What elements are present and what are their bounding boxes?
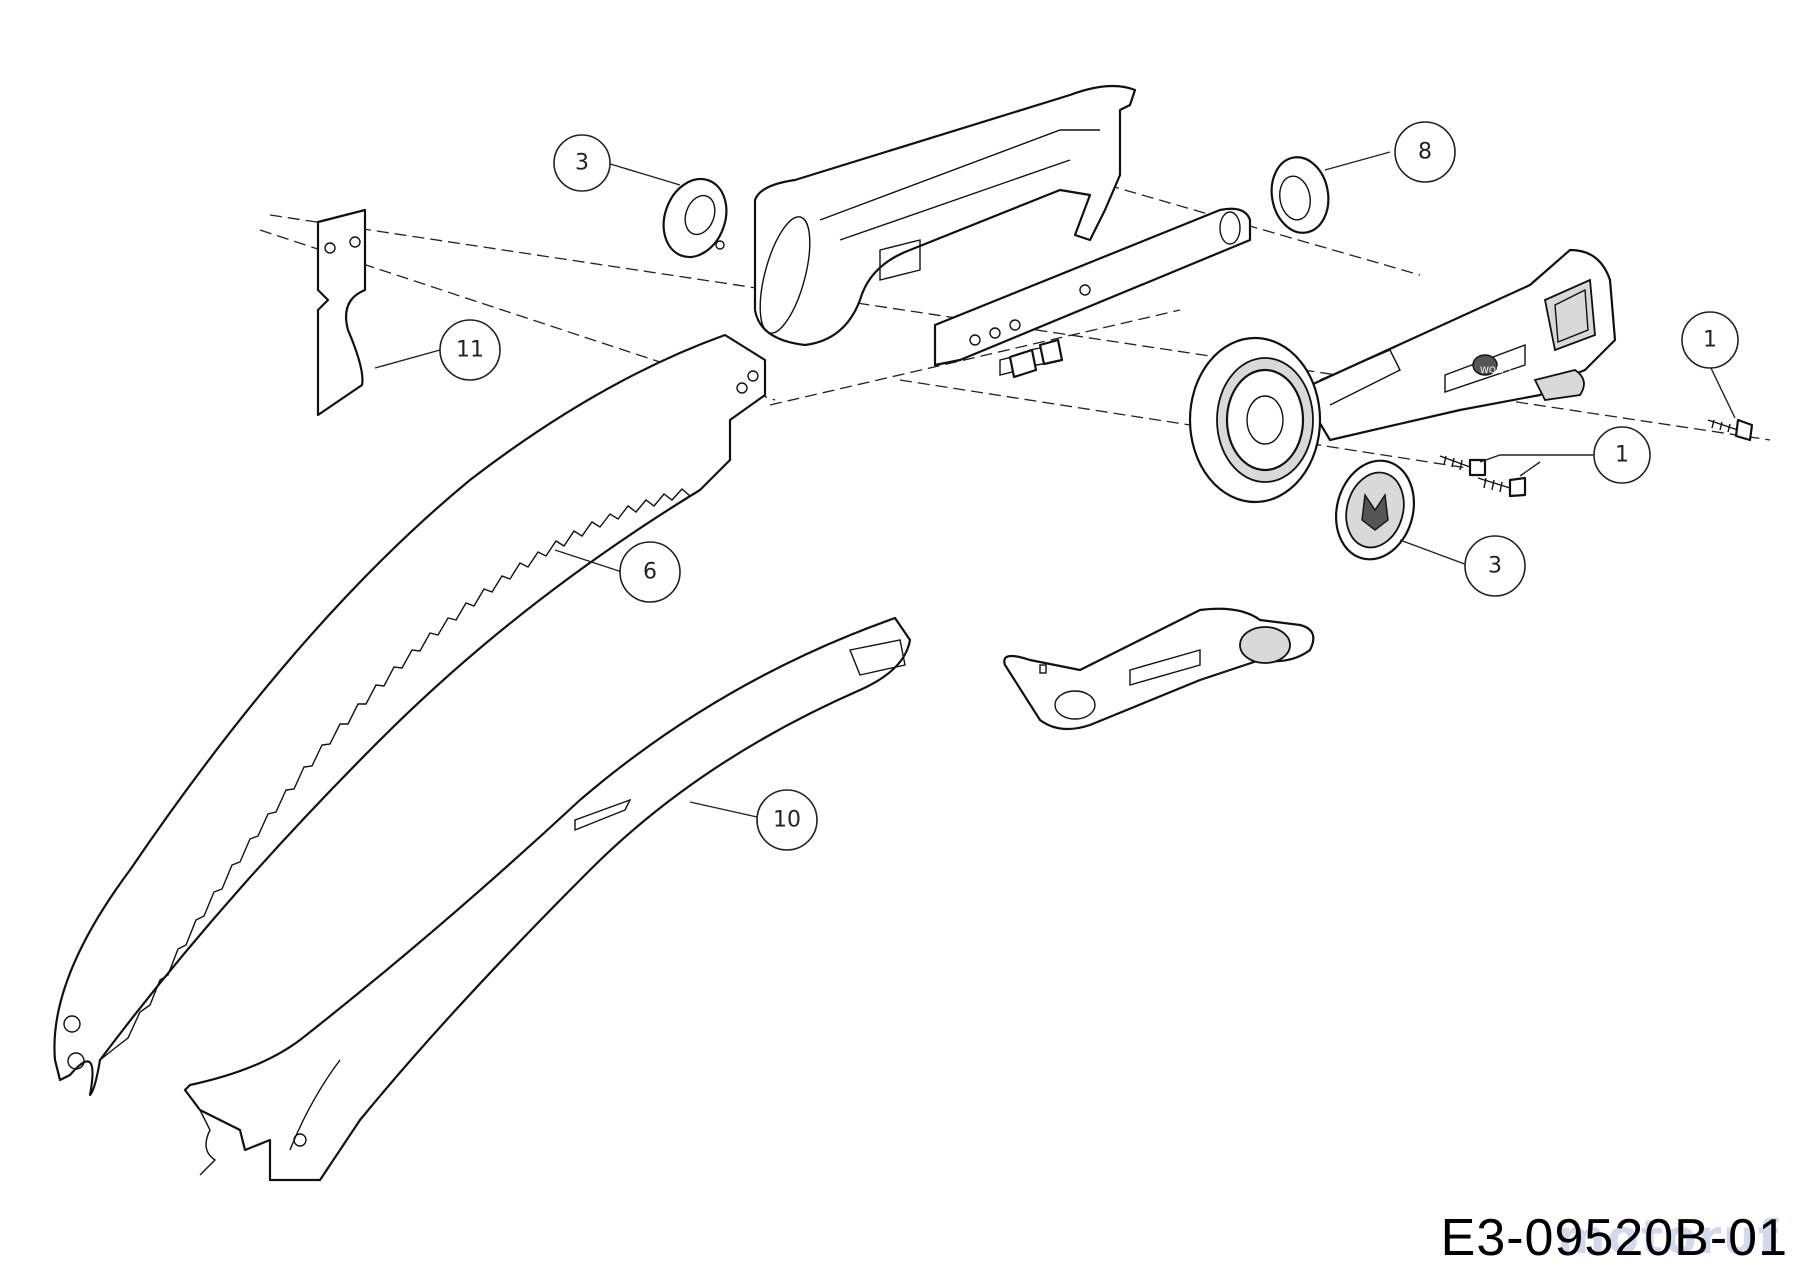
part-10-blade-sheath — [183, 616, 912, 1182]
part-8-collar — [1270, 156, 1330, 234]
callout-3-top: 3 — [553, 134, 611, 192]
callout-11-label: 11 — [456, 338, 484, 363]
wolf-logo-text: WOLF Garten — [1480, 366, 1540, 376]
callout-6: 6 — [619, 541, 681, 603]
callout-3-top-label: 3 — [575, 151, 589, 176]
callout-10-label: 10 — [773, 808, 801, 833]
part-3-cap-bottom — [1334, 459, 1416, 561]
callout-1-right-label: 1 — [1703, 328, 1717, 353]
part-6-saw-blade — [53, 333, 767, 1097]
callout-3-bottom-label: 3 — [1488, 554, 1502, 579]
part-3-ring-top — [662, 177, 728, 259]
callout-6-label: 6 — [643, 560, 657, 585]
main-handle-head: WOLF Garten — [1188, 248, 1617, 504]
callout-10: 10 — [756, 789, 818, 851]
callout-11: 11 — [439, 319, 501, 381]
watermark: motoruf — [1557, 1210, 1780, 1264]
part-11-plate — [316, 208, 367, 417]
upper-housing-frame — [753, 84, 1137, 347]
leader-lines — [374, 151, 1736, 818]
callout-1-right: 1 — [1681, 311, 1739, 369]
callout-8: 8 — [1394, 121, 1456, 183]
pins — [1008, 338, 1064, 379]
screw-1-lower-b — [1477, 476, 1527, 498]
screw-1-right — [1707, 418, 1754, 442]
callout-8-label: 8 — [1418, 140, 1432, 165]
callout-1-lower-label: 1 — [1615, 443, 1629, 468]
screws — [1439, 418, 1754, 498]
lower-lever — [1003, 607, 1315, 731]
screw-1-lower-a — [1439, 455, 1487, 477]
callout-3-bottom: 3 — [1464, 535, 1526, 597]
drawing-code: E3-09520B-01 — [1440, 1209, 1788, 1267]
callout-1-lower: 1 — [1593, 426, 1651, 484]
